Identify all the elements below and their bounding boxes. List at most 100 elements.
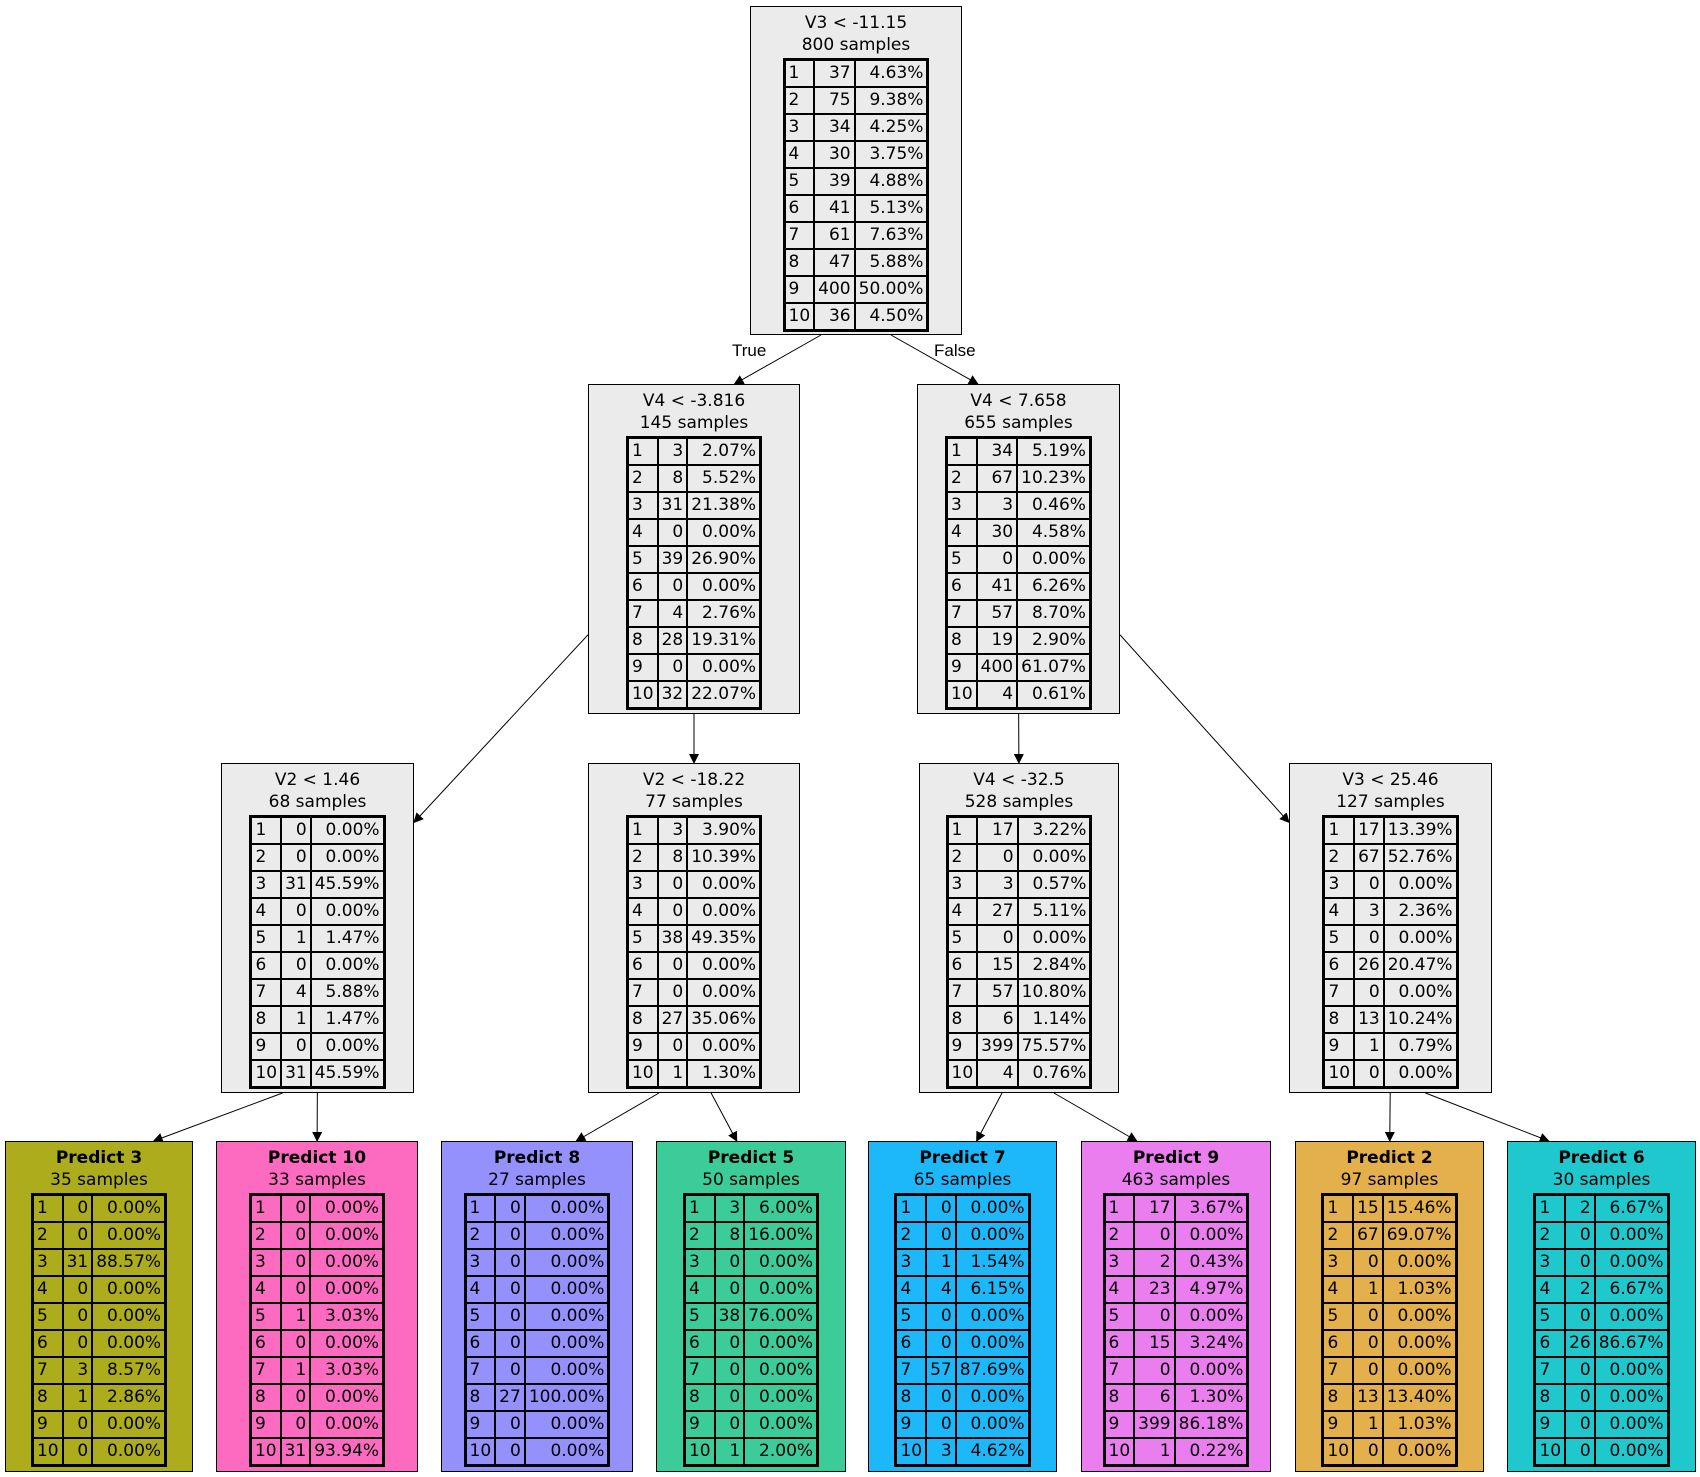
count-cell: 0 [495, 1357, 525, 1384]
class-cell: 1 [684, 1195, 715, 1222]
class-cell: 2 [684, 1222, 715, 1249]
percent-cell: 76.00% [744, 1303, 818, 1330]
percent-cell: 0.00% [92, 1438, 166, 1465]
class-cell: 2 [627, 844, 658, 871]
percent-cell: 10.80% [1017, 979, 1091, 1006]
count-cell: 75 [814, 87, 855, 114]
percent-cell: 50.00% [854, 276, 928, 303]
count-cell: 57 [926, 1357, 956, 1384]
class-cell: 8 [250, 1384, 281, 1411]
percent-cell: 35.06% [687, 1006, 761, 1033]
class-cell: 6 [947, 952, 978, 979]
percent-cell: 0.00% [744, 1276, 818, 1303]
count-cell: 0 [657, 573, 688, 600]
count-cell: 1 [926, 1249, 956, 1276]
class-cell: 3 [1104, 1249, 1135, 1276]
count-cell: 399 [1134, 1411, 1175, 1438]
percent-cell: 88.57% [92, 1249, 166, 1276]
count-cell: 3 [62, 1357, 93, 1384]
count-cell: 0 [281, 844, 311, 871]
sample-count: 35 samples [50, 1170, 148, 1190]
percent-cell: 0.00% [1383, 871, 1457, 898]
class-cell: 3 [465, 1249, 496, 1276]
percent-cell: 15.46% [1382, 1195, 1456, 1222]
percent-cell: 2.00% [744, 1438, 818, 1465]
count-cell: 39 [814, 168, 855, 195]
count-cell: 0 [714, 1357, 745, 1384]
percent-cell: 0.00% [687, 519, 761, 546]
count-cell: 8 [714, 1222, 745, 1249]
percent-cell: 0.00% [310, 1276, 384, 1303]
class-cell: 10 [947, 681, 977, 708]
class-cell: 6 [947, 573, 977, 600]
class-cell: 2 [250, 1222, 281, 1249]
percent-cell: 45.59% [310, 871, 384, 898]
class-cell: 4 [32, 1276, 63, 1303]
percent-cell: 0.00% [1594, 1303, 1668, 1330]
percent-cell: 0.00% [687, 573, 761, 600]
class-cell: 1 [896, 1195, 927, 1222]
class-cell: 1 [947, 438, 977, 465]
count-cell: 38 [714, 1303, 745, 1330]
split-condition: V2 < 1.46 [274, 770, 361, 790]
sample-count: 145 samples [639, 413, 749, 433]
count-cell: 2 [1565, 1276, 1595, 1303]
class-cell: 7 [896, 1357, 927, 1384]
percent-cell: 0.00% [1594, 1384, 1668, 1411]
percent-cell: 3.03% [310, 1303, 384, 1330]
class-cell: 3 [1323, 1249, 1354, 1276]
percent-cell: 1.47% [310, 925, 384, 952]
count-cell: 6 [977, 1006, 1018, 1033]
class-cell: 5 [947, 546, 977, 573]
count-cell: 0 [926, 1303, 956, 1330]
class-cell: 10 [251, 1060, 282, 1087]
percent-cell: 0.00% [1017, 925, 1091, 952]
count-cell: 0 [1354, 871, 1384, 898]
percent-cell: 8.70% [1017, 600, 1090, 627]
tree-edge [890, 334, 979, 385]
percent-cell: 0.00% [524, 1330, 609, 1357]
percent-cell: 3.67% [1174, 1195, 1248, 1222]
count-cell: 0 [657, 871, 688, 898]
count-cell: 31 [657, 492, 688, 519]
class-cell: 5 [1324, 925, 1355, 952]
class-cell: 1 [32, 1195, 63, 1222]
count-cell: 0 [280, 1195, 311, 1222]
class-cell: 3 [896, 1249, 927, 1276]
percent-cell: 2.86% [92, 1384, 166, 1411]
class-cell: 3 [947, 492, 977, 519]
percent-cell: 1.14% [1017, 1006, 1091, 1033]
class-cell: 8 [627, 627, 658, 654]
percent-cell: 0.00% [955, 1411, 1029, 1438]
count-cell: 0 [1134, 1357, 1175, 1384]
class-cell: 10 [465, 1438, 496, 1465]
percent-cell: 0.00% [687, 979, 761, 1006]
count-cell: 0 [1565, 1303, 1595, 1330]
count-cell: 0 [62, 1330, 93, 1357]
